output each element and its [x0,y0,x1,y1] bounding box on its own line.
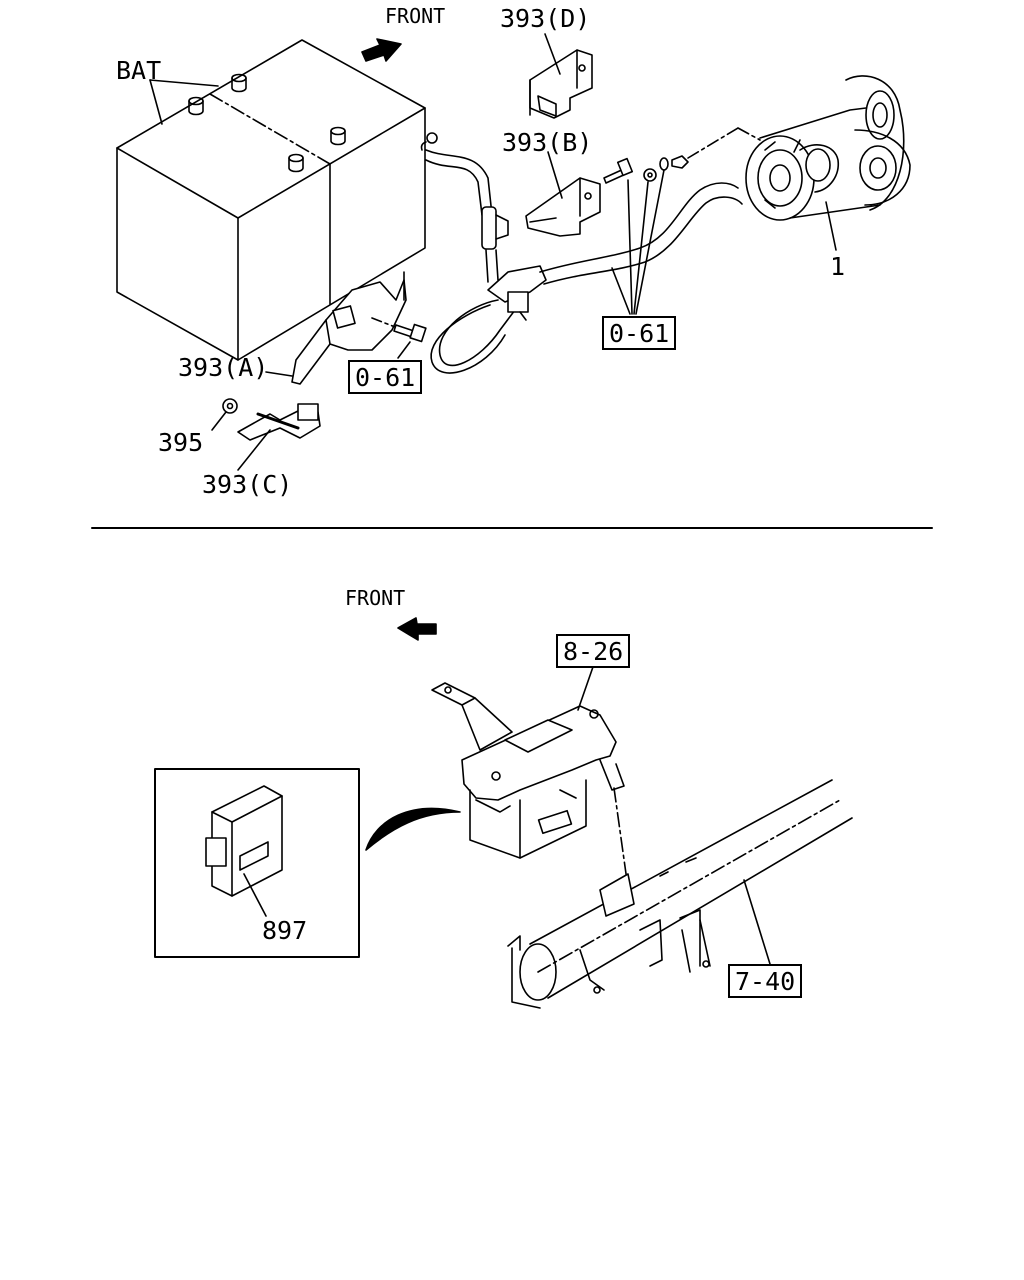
front-arrow-icon [361,38,402,62]
ref-8-26[interactable]: 8-26 [556,634,631,668]
ref-0-61-left[interactable]: 0-61 [348,360,423,394]
ref-7-40[interactable]: 7-40 [728,964,803,998]
battery-terminal-icon [188,73,346,173]
label-starter: 1 [830,252,846,281]
label-393-a: 393(A) [178,353,269,382]
pointer-arrow-icon [365,807,461,851]
bracket-b [525,177,601,237]
nut-icon [643,168,657,182]
front-label-upper: FRONT [385,4,446,28]
bracket-d [529,49,593,119]
label-393-d: 393(D) [500,4,591,33]
control-unit-897 [205,785,283,897]
ref-0-61-right[interactable]: 0-61 [602,316,677,350]
battery-label: BAT [116,56,162,85]
front-label-lower: FRONT [345,586,406,610]
bolt-icon [603,157,634,184]
front-arrow-icon [397,617,437,641]
bracket-c [237,403,321,441]
nut-icon [222,398,238,414]
battery-cable [420,132,743,374]
cross-beam [507,779,853,1009]
starter-motor [745,75,911,221]
bolt-icon [371,317,427,343]
label-393-b: 393(B) [502,128,593,157]
control-unit-bracket [431,682,625,859]
washer-icon [659,157,669,171]
label-395: 395 [158,428,204,457]
label-393-c: 393(C) [202,470,293,499]
label-897: 897 [262,916,308,945]
battery [116,39,426,361]
bracket-a [291,271,407,385]
